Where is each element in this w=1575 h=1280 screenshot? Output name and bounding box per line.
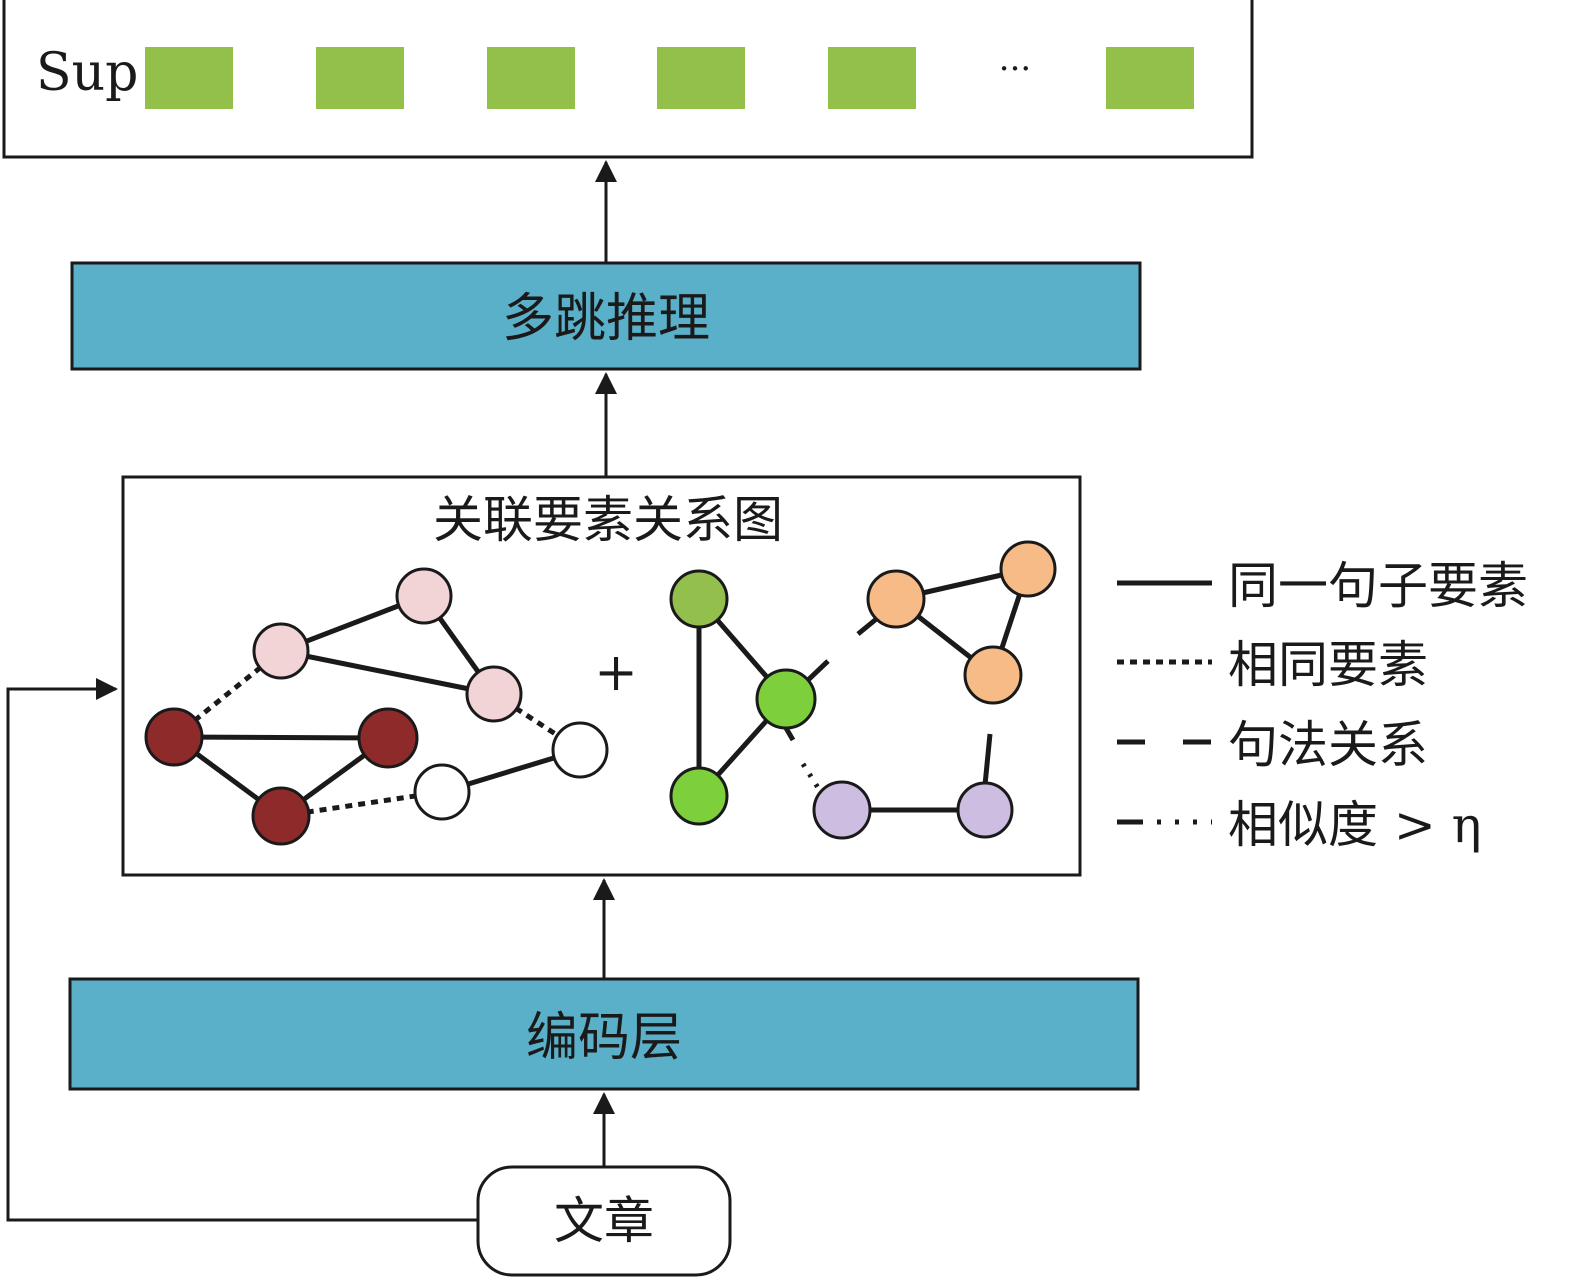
node-olive-green: [669, 569, 729, 629]
node-dark-red: [357, 707, 419, 769]
edge-dashdot: [783, 726, 796, 742]
supporting-fact-cells: [145, 47, 1194, 109]
node-pink: [252, 622, 310, 680]
node-pink: [395, 567, 453, 625]
legend-label: 相似度 > η: [1228, 796, 1482, 854]
sup-cell: [145, 47, 233, 109]
node-white: [413, 763, 471, 821]
node-pink: [465, 665, 523, 723]
node-bright-green: [669, 766, 729, 826]
sup-cell: [1106, 47, 1194, 109]
node-lavender: [956, 781, 1014, 839]
legend-label: 同一句子要素: [1228, 557, 1528, 615]
article-input-label: 文章: [554, 1192, 654, 1250]
sup-cell: [657, 47, 745, 109]
node-orange: [999, 540, 1057, 598]
node-lavender: [812, 780, 872, 840]
graph-box-title: 关联要素关系图: [433, 491, 783, 549]
sup-ellipsis: ···: [999, 49, 1031, 89]
graph-nodes: [144, 540, 1057, 846]
sup-label: Sup: [36, 43, 138, 103]
node-orange: [866, 569, 926, 629]
sup-cell: [487, 47, 575, 109]
encoder-layer: [68, 977, 1140, 1091]
reasoning-layer-label: 多跳推理: [502, 289, 710, 349]
edge-dashed: [982, 733, 993, 786]
edge-solid: [173, 734, 389, 741]
edge-dashed: [806, 659, 830, 682]
node-orange: [963, 645, 1023, 705]
arrow-input-to-graph-skip: [6, 678, 478, 1222]
edge-legend: 同一句子要素 相同要素 句法关系 相似度 > η: [1117, 557, 1528, 854]
edge-solid: [280, 648, 495, 697]
node-dark-red: [251, 786, 311, 846]
sup-cell: [316, 47, 404, 109]
node-bright-green: [755, 668, 817, 730]
reasoning-layer: [70, 261, 1142, 371]
node-dark-red: [144, 707, 204, 767]
graph-plus-sign: +: [594, 643, 638, 703]
legend-label: 相同要素: [1228, 636, 1428, 694]
encoder-layer-label: 编码层: [526, 1008, 682, 1068]
sup-cell: [828, 47, 916, 109]
legend-label: 句法关系: [1228, 716, 1428, 774]
node-white: [551, 721, 609, 779]
edge-dotted: [172, 649, 283, 739]
